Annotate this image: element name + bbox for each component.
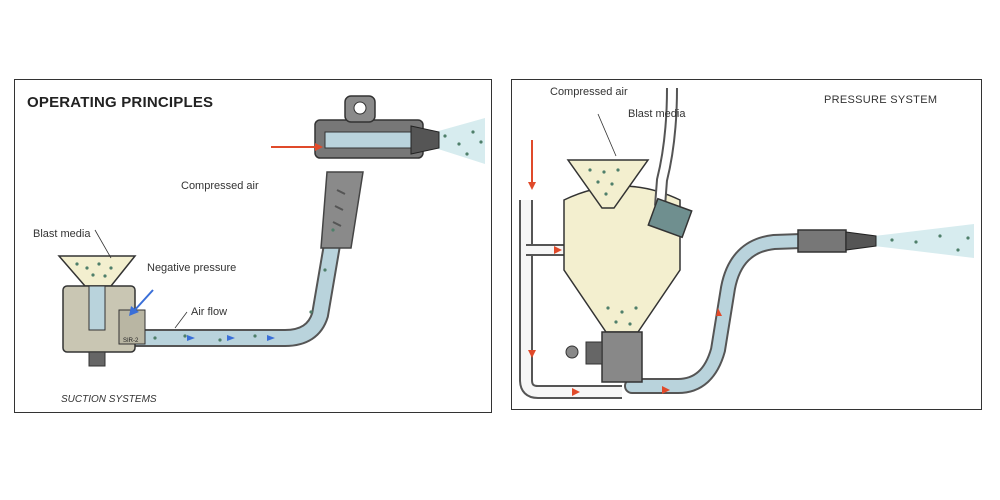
- negative-pressure-arrow-icon: [129, 289, 154, 316]
- valve-icon: [565, 341, 603, 365]
- pressure-diagram: [519, 87, 974, 399]
- negative-pressure-label: Negative pressure: [147, 262, 237, 274]
- blast-gun: [314, 95, 440, 249]
- panel-title: OPERATING PRINCIPLES: [27, 94, 214, 111]
- suction-system-panel: SIR-2 OPERATING PRINCIPLES Compressed ai…: [14, 79, 492, 413]
- media-particles: [75, 130, 483, 342]
- air-flow-label: Air flow: [191, 306, 228, 318]
- blast-nozzle-icon: [797, 229, 877, 253]
- compressed-air-label: Compressed air: [181, 180, 259, 192]
- compressed-air-label: Compressed air: [550, 86, 628, 98]
- panel-title: PRESSURE SYSTEM: [824, 94, 938, 106]
- compressed-air-arrow-icon: [271, 143, 323, 151]
- compressed-air-arrow-icon: [528, 140, 722, 396]
- spray-plume: [435, 118, 485, 164]
- suction-hopper: SIR-2: [57, 255, 146, 367]
- media-particles: [588, 168, 970, 326]
- suction-diagram: SIR-2: [57, 95, 485, 367]
- air-flow-arrow-icon: [187, 335, 275, 341]
- pressure-system-panel: Compressed air Blast media PRESSURE SYST…: [511, 79, 982, 410]
- blast-media-label: Blast media: [628, 108, 686, 120]
- spray-plume: [874, 224, 974, 258]
- panel-caption: SUCTION SYSTEMS: [61, 394, 157, 405]
- blast-media-label: Blast media: [33, 228, 91, 240]
- hopper-tag: SIR-2: [123, 338, 139, 344]
